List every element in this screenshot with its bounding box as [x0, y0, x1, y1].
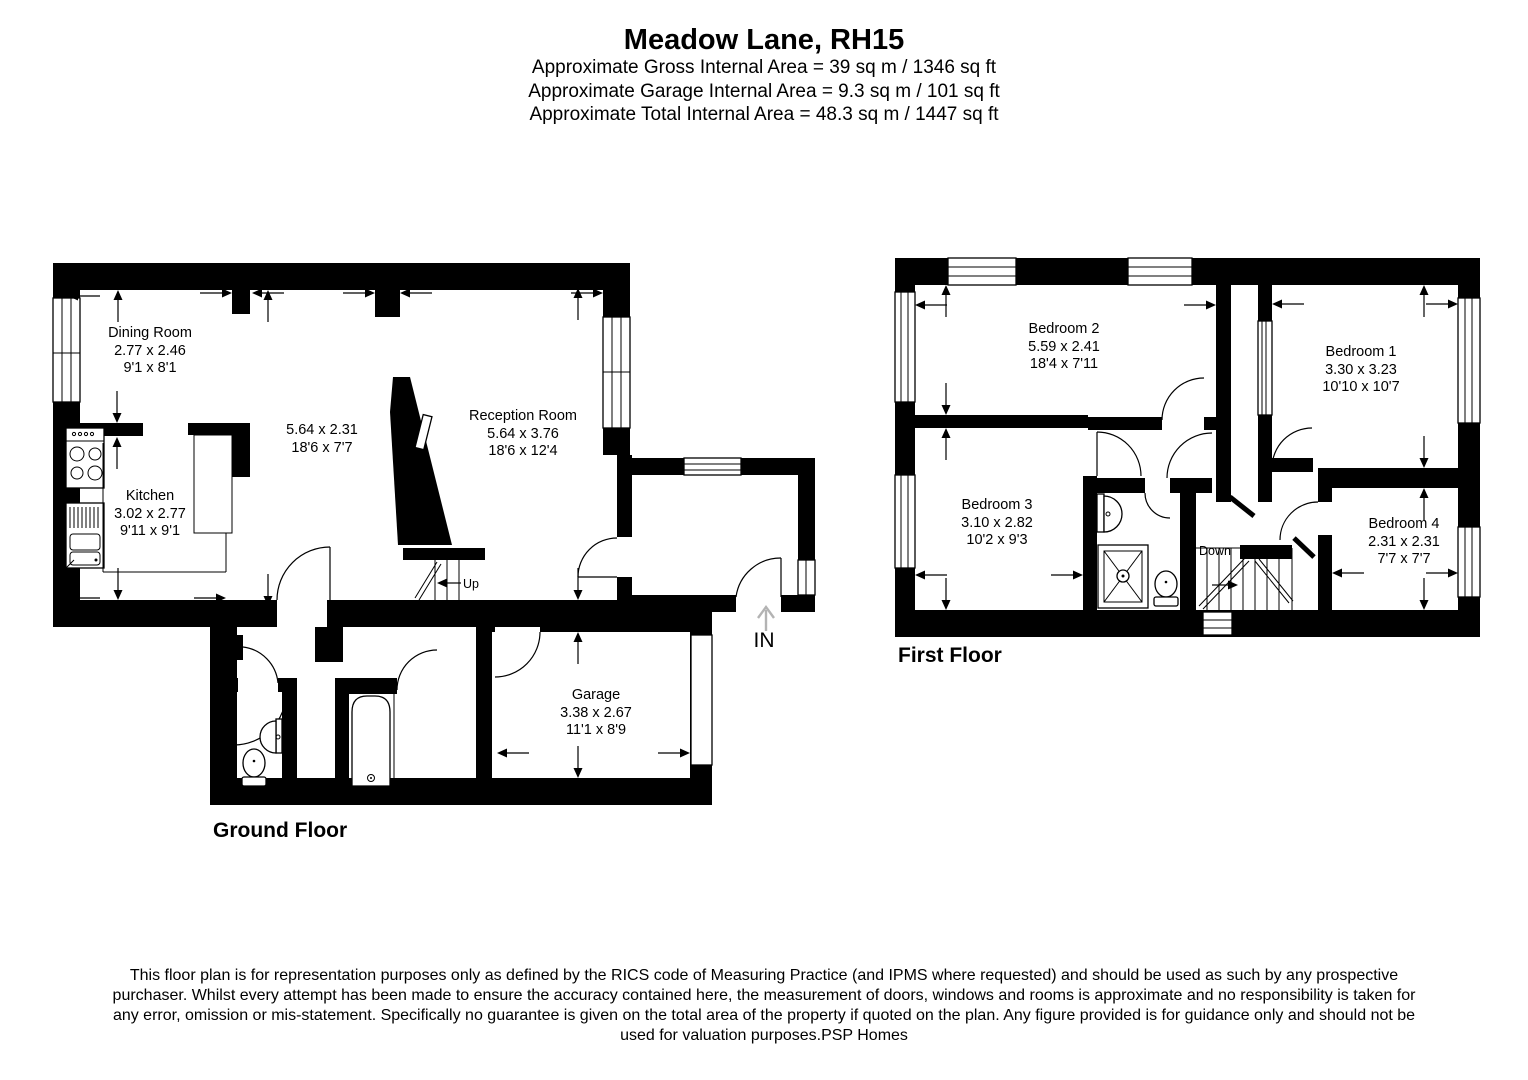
room-label-reception: Reception Room 5.64 x 3.76 18'6 x 12'4	[469, 408, 577, 459]
door-arcs-ground	[233, 537, 782, 746]
toilet-first-icon	[1153, 570, 1179, 607]
room-label-dining: Dining Room 2.77 x 2.46 9'1 x 8'1	[108, 325, 192, 376]
first-floor-plan	[894, 257, 1481, 637]
stairs-down-label: Down	[1199, 544, 1231, 558]
shower-icon	[1097, 544, 1149, 609]
window-bedroom4	[1457, 526, 1481, 598]
ground-floor-caption: Ground Floor	[213, 819, 348, 842]
window-bedroom3	[894, 474, 916, 569]
garage-area-line: Approximate Garage Internal Area = 9.3 s…	[528, 80, 1000, 102]
gross-area-line: Approximate Gross Internal Area = 39 sq …	[531, 57, 997, 78]
stairs-up-label: Up	[463, 577, 479, 591]
plan-title: Meadow Lane, RH15	[623, 24, 905, 56]
room-label-bedroom1: Bedroom 1 3.30 x 3.23 10'10 x 10'7	[1322, 344, 1400, 395]
room-label-bedroom2: Bedroom 2 5.59 x 2.41 18'4 x 7'11	[1028, 321, 1100, 372]
total-area-line: Approximate Total Internal Area = 48.3 s…	[529, 104, 999, 125]
window-first-top-2	[1127, 257, 1193, 286]
room-label-kitchen: Kitchen 3.02 x 2.77 9'11 x 9'1	[114, 488, 186, 539]
stove-icon	[65, 427, 105, 489]
room-label-bedroom4: Bedroom 4 2.31 x 2.31 7'7 x 7'7	[1368, 516, 1440, 567]
wc-basin-icon	[259, 718, 283, 754]
plan-header: Meadow Lane, RH15 Approximate Gross Inte…	[0, 24, 1528, 127]
bathroom-basin-icon	[1096, 493, 1123, 533]
first-floor-caption: First Floor	[898, 644, 1002, 667]
disclaimer-text: This floor plan is for representation pu…	[112, 967, 1416, 1044]
window-reception	[602, 316, 631, 429]
window-landing	[1257, 320, 1273, 416]
window-dining	[52, 297, 81, 403]
entrance-label: IN	[753, 629, 775, 652]
room-label-reception-left: 5.64 x 2.31 18'6 x 7'7	[286, 422, 358, 456]
stairs-up	[414, 413, 461, 601]
kitchen-sink-icon	[59, 502, 105, 575]
door-arcs-first	[1096, 377, 1319, 559]
room-label-garage: Garage 3.38 x 2.67 11'1 x 8'9	[560, 687, 632, 738]
window-first-top-1	[947, 257, 1017, 286]
window-hall-sidelight	[797, 559, 816, 596]
window-hall	[683, 457, 742, 476]
room-label-bedroom3: Bedroom 3 3.10 x 2.82 10'2 x 9'3	[961, 497, 1033, 548]
garage-door	[690, 634, 713, 766]
stairs-down	[1196, 547, 1294, 610]
window-bedroom2	[894, 291, 916, 403]
entrance-arrow-icon	[757, 604, 775, 631]
kitchen-counter	[102, 434, 233, 573]
toilet-icon	[241, 748, 267, 787]
bathtub-icon	[351, 694, 395, 787]
window-stairwell	[1202, 611, 1233, 636]
window-bedroom1	[1457, 297, 1481, 424]
ground-floor-plan	[52, 263, 816, 805]
